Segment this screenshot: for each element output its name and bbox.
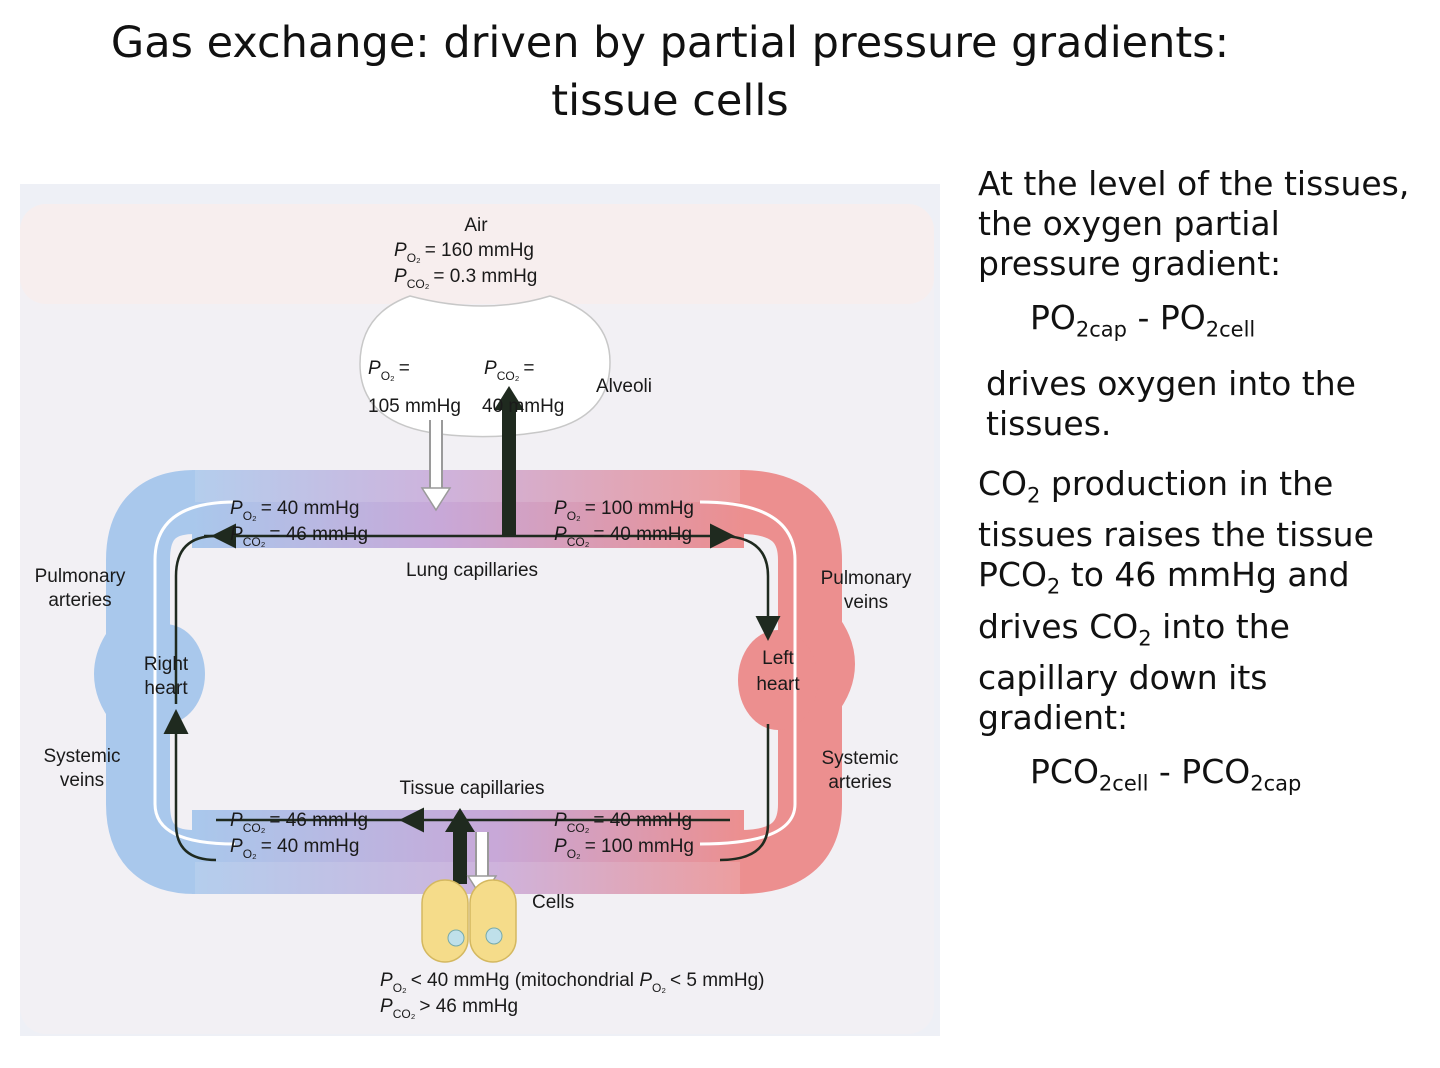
cells-po2: PO₂< 40 mmHg (mitochondrial PO₂< 5 mmHg) xyxy=(380,970,765,995)
cells-pco2: PCO₂> 46 mmHg xyxy=(380,996,518,1021)
alveoli-po2-head: PO₂= xyxy=(368,358,410,383)
systemic-arteries-label-1: Systemic xyxy=(821,748,898,769)
gas-exchange-figure: Air PO₂= 160 mmHg PCO₂= 0.3 mmHg PO₂= 10… xyxy=(20,184,940,1036)
cells-label: Cells xyxy=(532,892,574,913)
systemic-veins-label-2: veins xyxy=(60,770,104,791)
explanation-paragraph-1: At the level of the tissues, the oxygen … xyxy=(978,164,1410,283)
air-label: Air xyxy=(464,215,488,236)
title-line-1: Gas exchange: driven by partial pressure… xyxy=(110,18,1230,68)
lung-left-po2: PO₂= 40 mmHg xyxy=(230,498,359,523)
lung-right-po2: PO₂= 100 mmHg xyxy=(554,498,694,523)
alveoli-po2-value: 105 mmHg xyxy=(368,396,461,417)
tissue-capillaries-band xyxy=(192,810,744,862)
pulmonary-arteries-label-1: Pulmonary xyxy=(35,566,126,587)
explanation-paragraph-3: CO2 production in the tissues raises the… xyxy=(978,463,1374,738)
right-heart-label-1: Right xyxy=(144,654,189,675)
left-heart-shape xyxy=(738,630,818,730)
tissue-cells xyxy=(421,879,517,963)
air-pco2: PCO₂= 0.3 mmHg xyxy=(394,266,537,291)
right-heart-label-2: heart xyxy=(144,678,188,699)
pulmonary-veins-label-1: Pulmonary xyxy=(821,568,912,589)
co2-gradient-formula: PCO2cell - PCO2cap xyxy=(1030,752,1302,796)
circulation-diagram: Air PO₂= 160 mmHg PCO₂= 0.3 mmHg PO₂= 10… xyxy=(20,204,934,1034)
air-band xyxy=(20,204,934,304)
tissue-capillaries-label: Tissue capillaries xyxy=(399,778,544,799)
alveolus-shape xyxy=(359,295,611,438)
alveoli-label: Alveoli xyxy=(596,376,652,397)
tissue-right-po2: PO₂= 100 mmHg xyxy=(554,836,694,861)
left-heart-label-2: heart xyxy=(756,674,800,695)
lung-capillaries-band xyxy=(192,502,744,548)
air-po2: PO₂= 160 mmHg xyxy=(394,240,534,265)
arterial-vessel xyxy=(738,470,855,894)
slide-title: Gas exchange: driven by partial pressure… xyxy=(0,14,1340,130)
alveoli-pco2-value: 40 mmHg xyxy=(482,396,564,417)
tissue-left-pco2: PCO₂= 46 mmHg xyxy=(230,810,368,835)
systemic-veins-label-1: Systemic xyxy=(43,746,120,767)
lung-capillaries-label: Lung capillaries xyxy=(406,560,538,581)
lung-left-pco2: PCO₂= 46 mmHg xyxy=(230,524,368,549)
right-heart-shape xyxy=(125,624,205,724)
pulmonary-arteries-label-2: arteries xyxy=(48,590,111,611)
explanation-paragraph-2: drives oxygen into the tissues. xyxy=(986,363,1356,443)
title-line-2: tissue cells xyxy=(551,76,789,126)
systemic-arteries-label-2: arteries xyxy=(828,772,891,793)
tissue-left-po2: PO₂= 40 mmHg xyxy=(230,836,359,861)
pulmonary-veins-label-2: veins xyxy=(844,592,888,613)
explanation-text: At the level of the tissues, the oxygen … xyxy=(978,164,1418,818)
alveoli-pco2-head: PCO₂= xyxy=(484,358,534,383)
o2-gradient-formula: PO2cap - PO2cell xyxy=(1030,298,1256,342)
lung-right-pco2: PCO₂= 40 mmHg xyxy=(554,524,692,549)
left-heart-label-1: Left xyxy=(762,648,794,669)
tissue-right-pco2: PCO₂= 40 mmHg xyxy=(554,810,692,835)
